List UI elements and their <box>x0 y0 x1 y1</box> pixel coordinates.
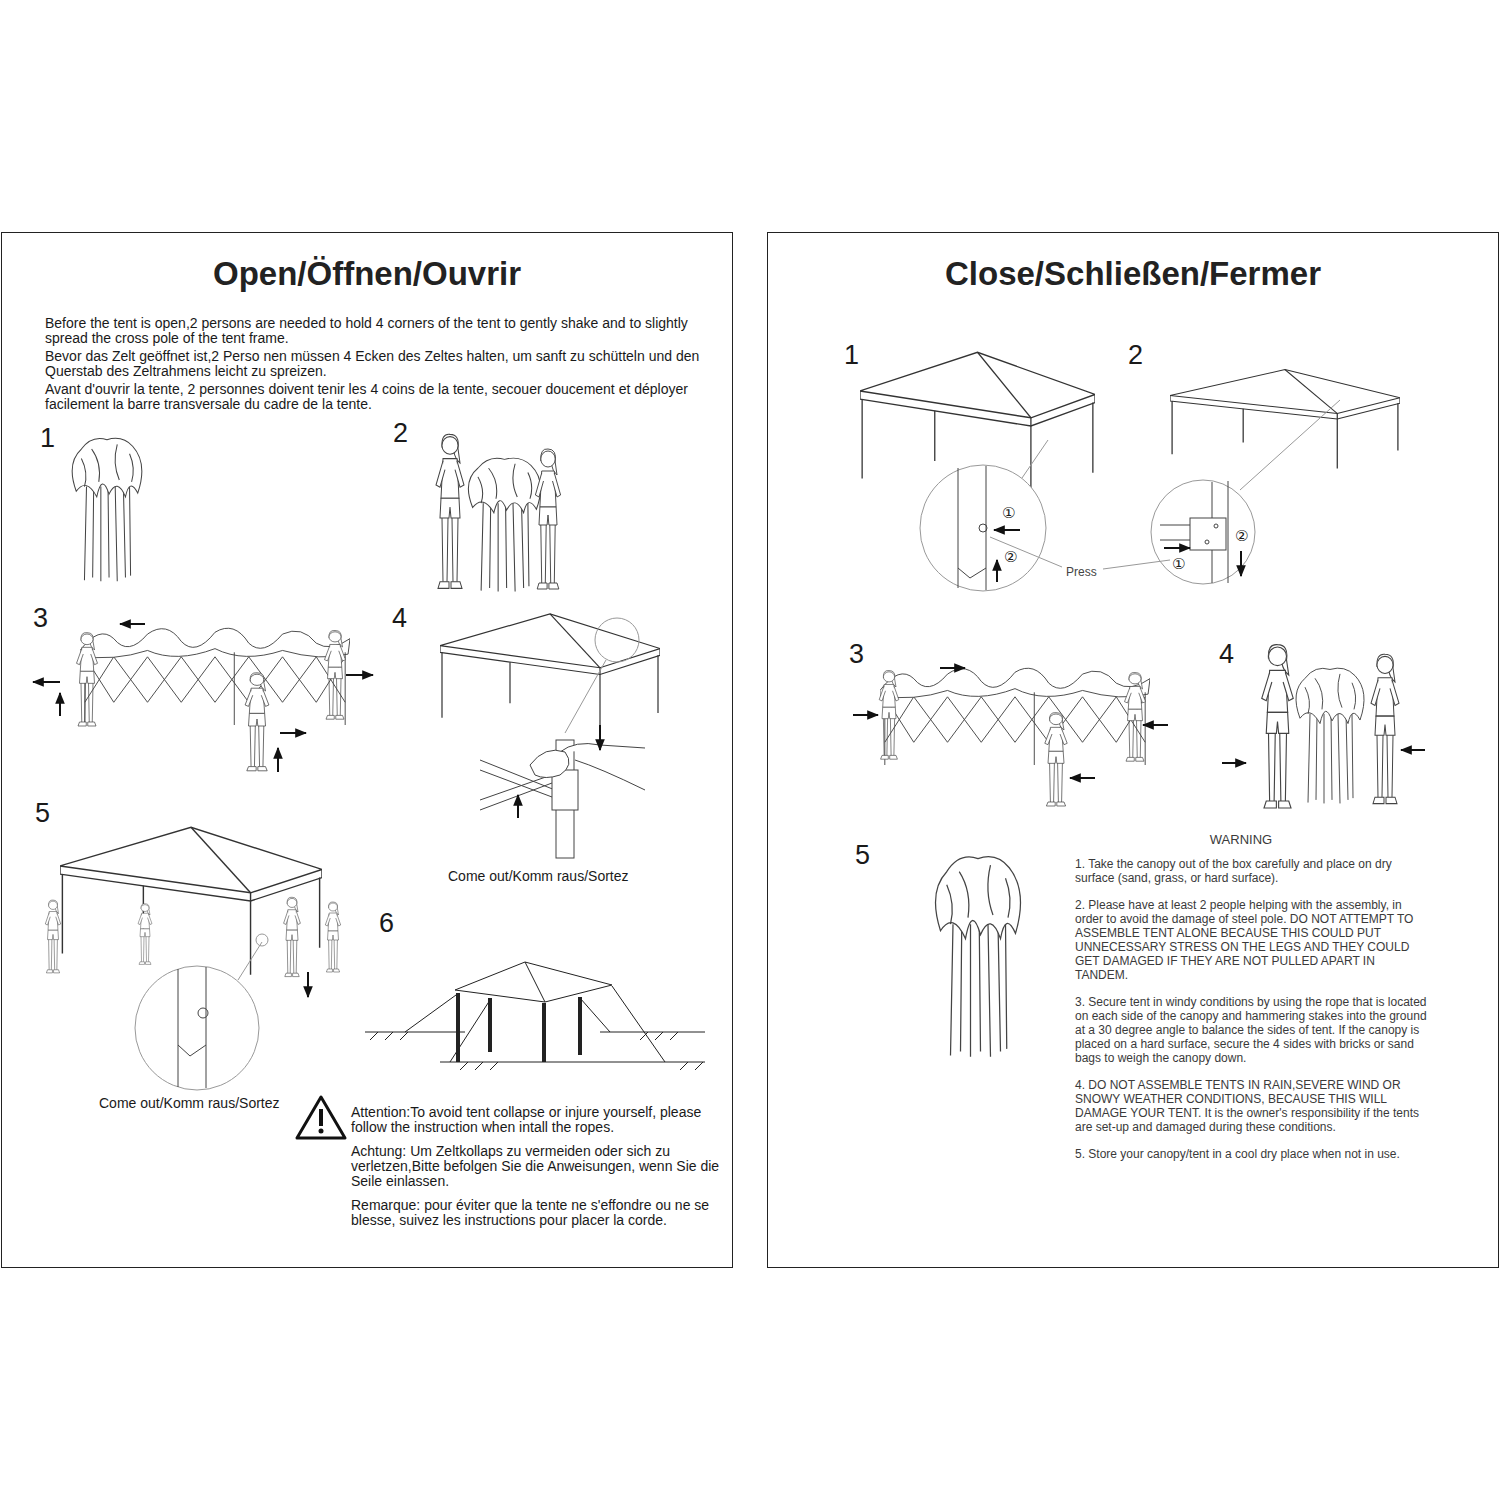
attention-note: Achtung: Um Zeltkollaps zu vermeiden ode… <box>351 1144 723 1189</box>
callout-number: ② <box>1004 549 1017 564</box>
warning-item: 1. Take the canopy out of the box carefu… <box>1075 857 1430 885</box>
warning-heading: WARNING <box>1141 833 1341 846</box>
step-number: 4 <box>392 605 407 632</box>
warning-item: 2. Please have at least 2 people helping… <box>1075 898 1430 982</box>
step-number: 1 <box>40 425 55 452</box>
callout-number: ① <box>1002 505 1015 520</box>
warning-item: 3. Secure tent in windy conditions by us… <box>1075 995 1430 1065</box>
warning-item-group: 1. Take the canopy out of the box carefu… <box>1075 857 1430 1174</box>
attention-note-group: Attention:To avoid tent collapse or inju… <box>351 1105 723 1237</box>
intro-paragraph-group: Before the tent is open,2 persons are ne… <box>45 316 717 415</box>
callout-number: ② <box>1235 528 1248 543</box>
step-number: 3 <box>849 641 864 668</box>
step-number: 5 <box>35 800 50 827</box>
step-number: 1 <box>844 342 859 369</box>
step-number: 3 <box>33 605 48 632</box>
step-number: 6 <box>379 910 394 937</box>
callout-number: ① <box>1172 556 1185 571</box>
intro-paragraph: Bevor das Zelt geöffnet ist,2 Perso nen … <box>45 349 717 379</box>
intro-paragraph: Before the tent is open,2 persons are ne… <box>45 316 717 346</box>
warning-item: 4. DO NOT ASSEMBLE TENTS IN RAIN,SEVERE … <box>1075 1078 1430 1134</box>
step-number: 2 <box>1128 342 1143 369</box>
intro-paragraph: Avant d'ouvrir la tente, 2 personnes doi… <box>45 382 717 412</box>
step-number: 2 <box>393 420 408 447</box>
callout-text: Come out/Komm raus/Sortez <box>448 869 629 883</box>
page-heading: Close/Schließen/Fermer <box>768 254 1498 294</box>
page-heading: Open/Öffnen/Ouvrir <box>2 254 732 294</box>
step-number: 5 <box>855 842 870 869</box>
callout-text: Come out/Komm raus/Sortez <box>99 1096 280 1110</box>
step-number: 4 <box>1219 641 1234 668</box>
warning-item: 5. Store your canopy/tent in a cool dry … <box>1075 1147 1430 1161</box>
attention-note: Attention:To avoid tent collapse or inju… <box>351 1105 723 1135</box>
attention-note: Remarque: pour éviter que la tente ne s'… <box>351 1198 723 1228</box>
press-label: Press <box>1066 566 1097 578</box>
